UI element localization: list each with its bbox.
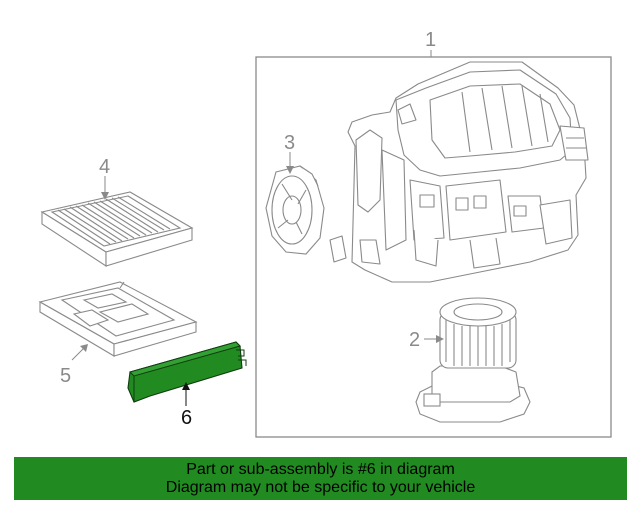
fan-wheel	[265, 165, 325, 255]
info-banner: Part or sub-assembly is #6 in diagram Di…	[14, 457, 627, 500]
callout-2: 2	[409, 329, 421, 351]
banner-line-2: Diagram may not be specific to your vehi…	[165, 478, 476, 496]
arrow-6	[182, 382, 190, 390]
banner-line-1: Part or sub-assembly is #6 in diagram	[186, 460, 455, 478]
callout-6: 6	[181, 407, 193, 429]
arrow-3	[286, 166, 294, 174]
info-banner-background	[14, 457, 627, 500]
arrow-5	[80, 344, 88, 352]
callout-4: 4	[99, 156, 111, 178]
callout-1: 1	[425, 29, 437, 51]
highlighted-part-6	[127, 341, 247, 403]
cabin-filter	[40, 191, 194, 268]
callout-5: 5	[60, 365, 72, 387]
filter-frame	[38, 281, 198, 357]
arrow-4	[101, 192, 109, 200]
callout-3: 3	[284, 132, 296, 154]
blower-motor	[415, 297, 531, 423]
hvac-housing	[329, 61, 589, 283]
arrow-2	[436, 335, 444, 343]
assembly-frame	[255, 56, 612, 438]
